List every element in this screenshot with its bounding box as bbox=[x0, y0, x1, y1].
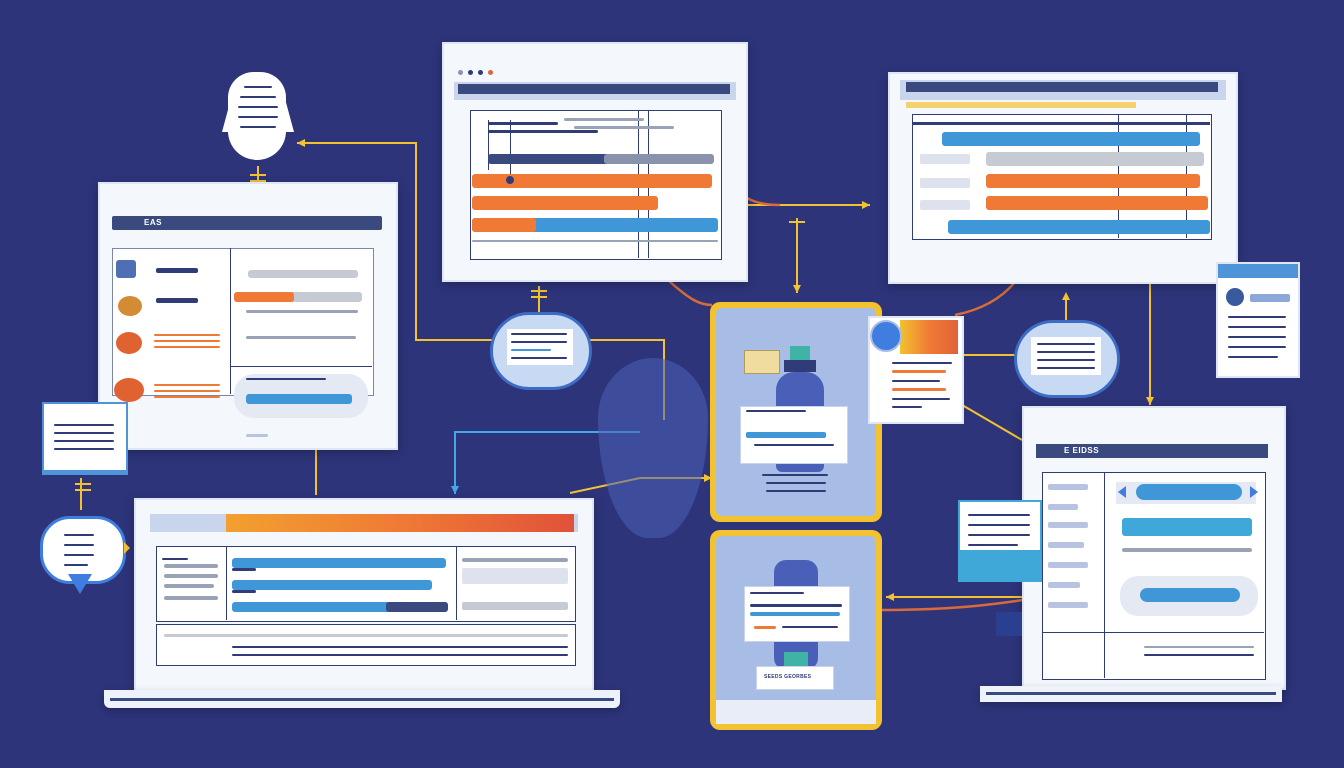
left-note-card bbox=[42, 402, 128, 475]
left-window-title: EAS bbox=[144, 218, 162, 227]
phone-screen-top bbox=[710, 302, 882, 522]
bottom-right-window: E EIDSS bbox=[1022, 406, 1286, 690]
lightbulb-icon bbox=[744, 350, 780, 374]
top-chart-window bbox=[442, 42, 748, 282]
bottle-silhouette bbox=[598, 358, 708, 538]
glass-bubble-icon-left bbox=[490, 312, 592, 390]
overlay-shadow-block bbox=[996, 612, 1022, 636]
chat-bubble-icon bbox=[40, 516, 130, 598]
right-document-card bbox=[1216, 262, 1300, 378]
gradient-info-card bbox=[868, 316, 964, 424]
laptop-base bbox=[104, 690, 620, 708]
bottom-right-base bbox=[980, 686, 1282, 702]
phone-bottom-label: SEEDS GEORBES bbox=[764, 674, 812, 680]
glass-bubble-icon-right bbox=[1014, 320, 1120, 398]
phone-screen-bottom: SEEDS GEORBES bbox=[710, 530, 882, 730]
overlay-note-card bbox=[958, 500, 1042, 582]
left-dashboard-window: EAS bbox=[98, 182, 398, 450]
right-window-title: E EIDSS bbox=[1064, 446, 1100, 455]
bottom-laptop-window bbox=[134, 498, 594, 692]
document-bubble-icon bbox=[222, 72, 294, 160]
top-right-chart-window bbox=[888, 72, 1238, 284]
